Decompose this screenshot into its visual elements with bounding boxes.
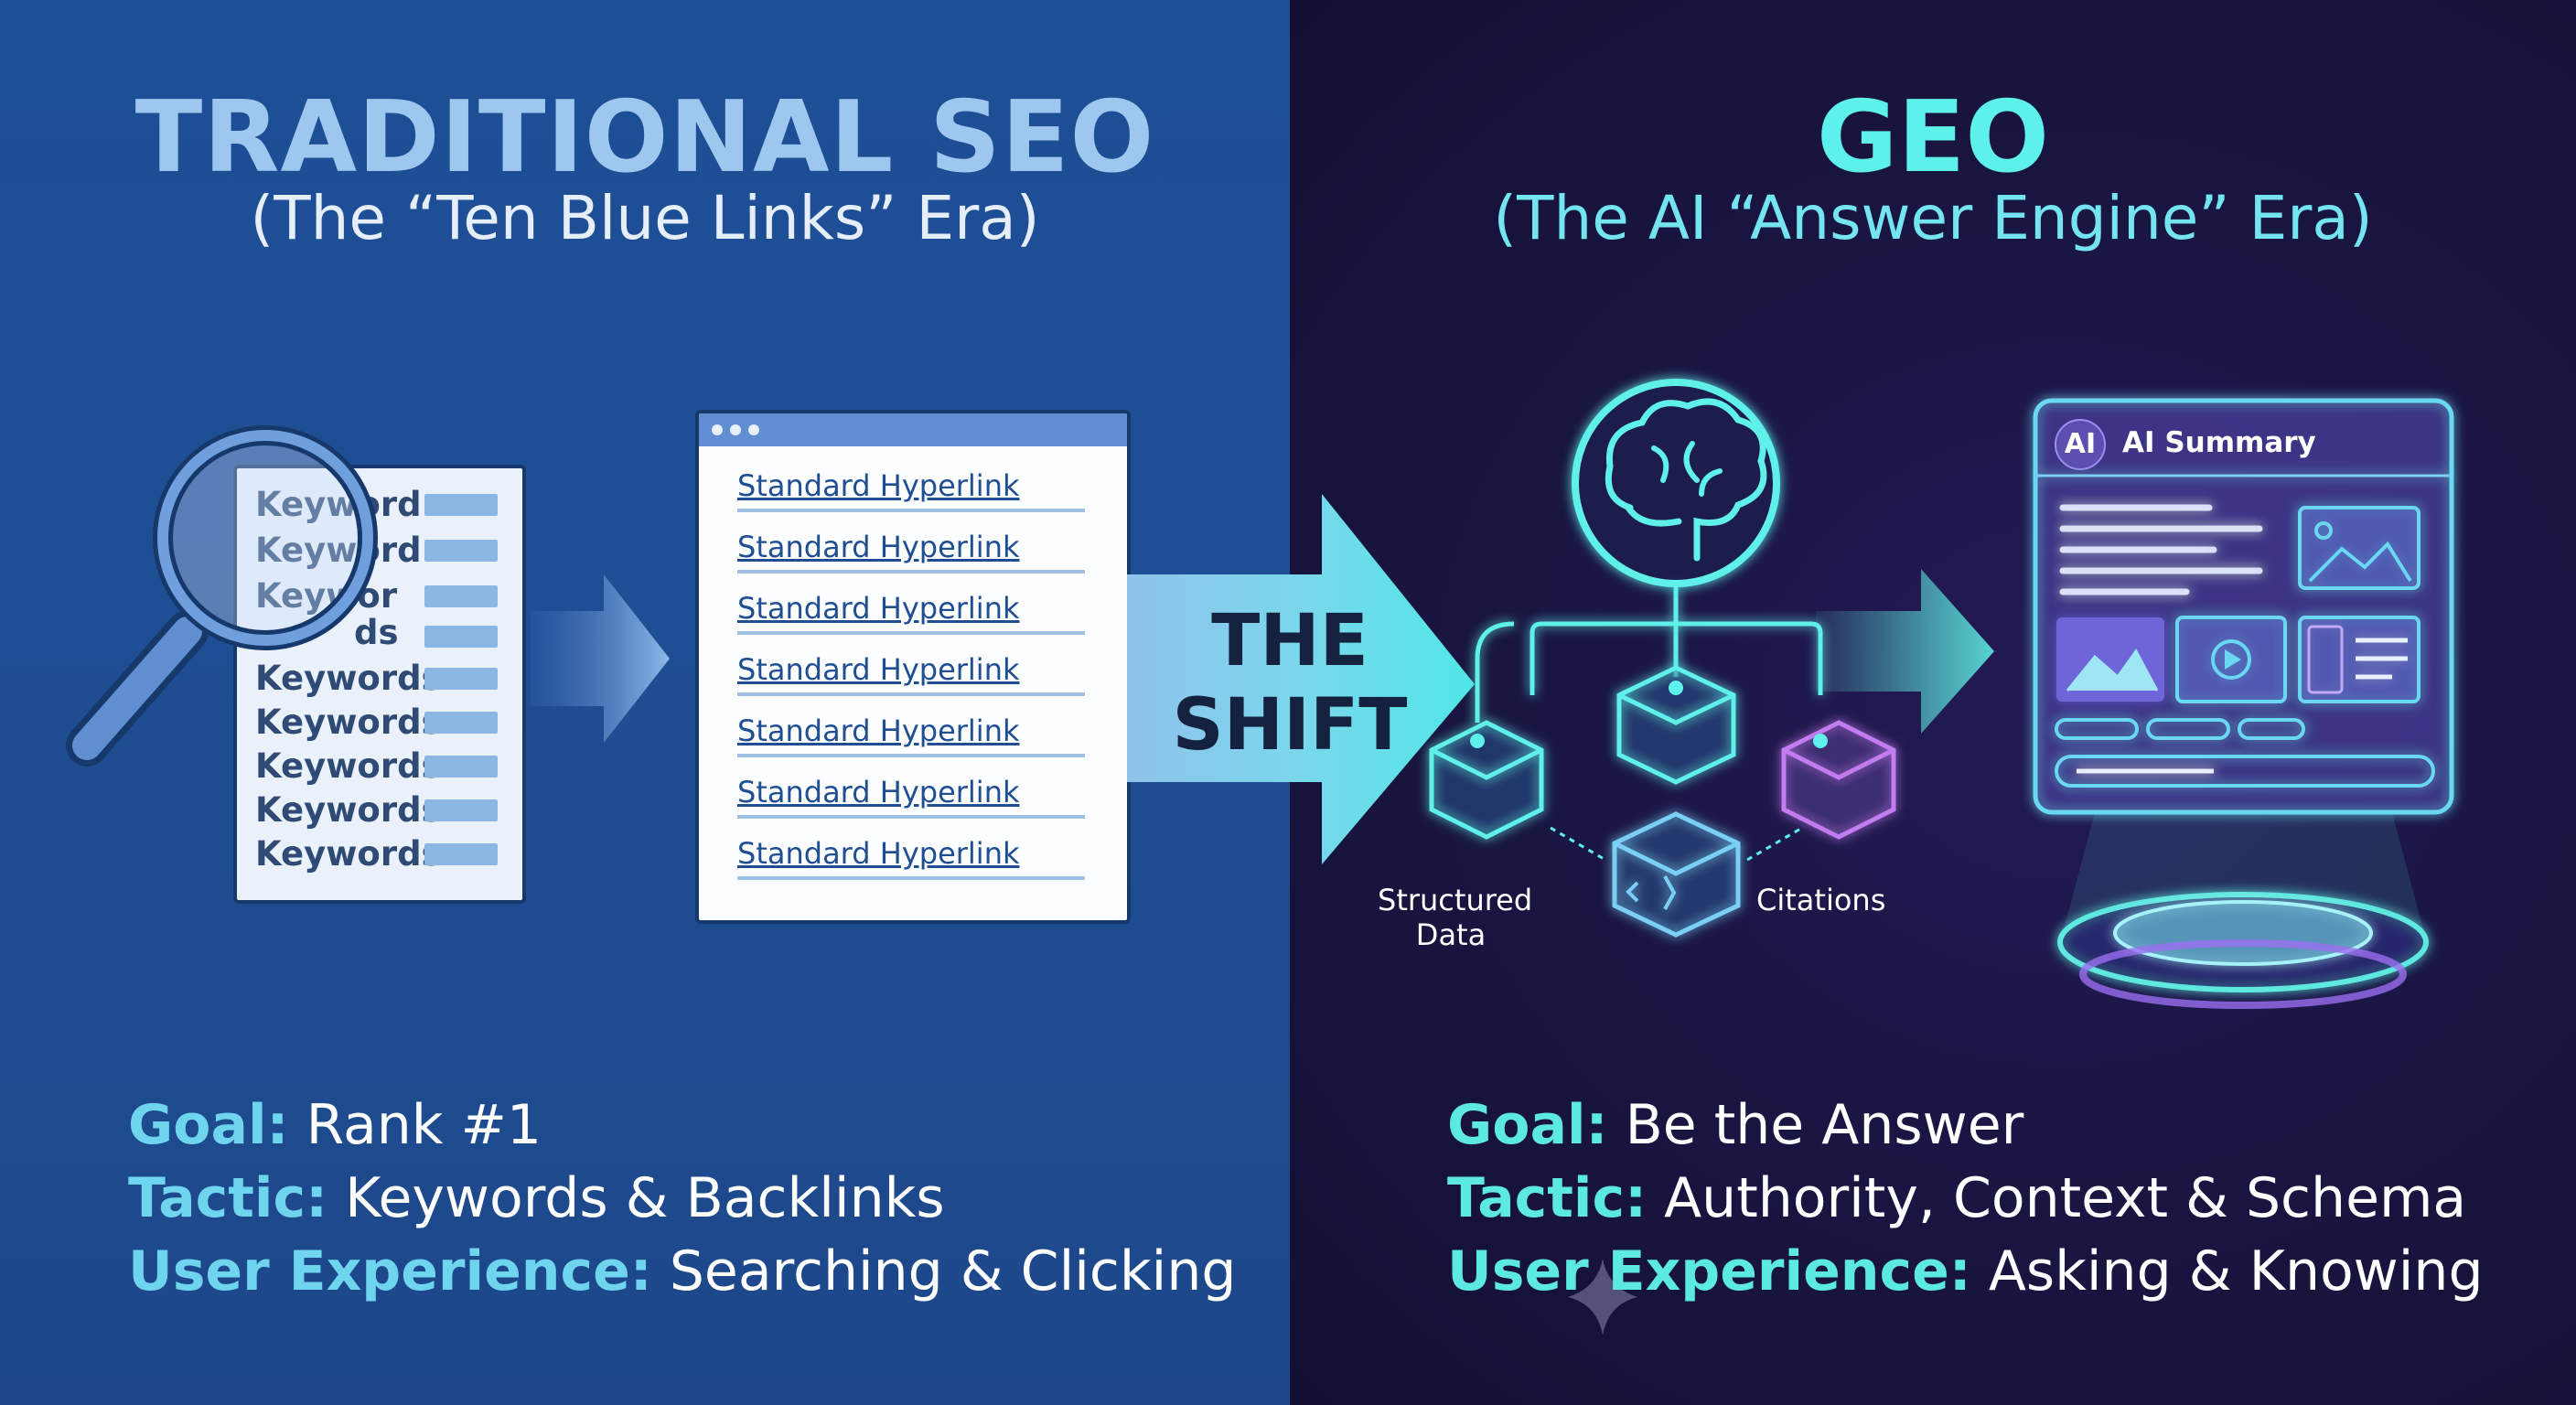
keyword-item: Keywords [255, 746, 442, 786]
tactic-line: Tactic: Keywords & Backlinks [128, 1166, 945, 1230]
code-cube-icon [1612, 811, 1741, 938]
brain-icon [1572, 379, 1780, 587]
hologram-projector-icon [2057, 812, 2429, 1009]
arrow-right-icon [1816, 569, 1994, 734]
data-cube-icon [1429, 720, 1544, 840]
ai-knowledge-graph [1429, 379, 2454, 1335]
user-experience-line: User Experience: Searching & Clicking [128, 1239, 1237, 1303]
keyword-bar [424, 712, 498, 734]
window-dot [748, 424, 759, 435]
geo-summary: Goal: Be the Answer Tactic: Authority, C… [1447, 1089, 2484, 1308]
keyword-bar [424, 756, 498, 778]
search-result-link[interactable]: Standard Hyperlink [737, 530, 1020, 564]
traditional-seo-summary: Goal: Rank #1 Tactic: Keywords & Backlin… [128, 1089, 1236, 1308]
keyword-bar [424, 799, 498, 821]
ai-summary-title: AI Summary [2122, 426, 2316, 459]
search-result-link[interactable]: Standard Hyperlink [737, 836, 1020, 871]
goal-line: Goal: Rank #1 [128, 1093, 542, 1157]
result-snippet-line [737, 692, 1085, 696]
keyword-bar [424, 626, 498, 648]
geo-panel: GEO (The AI “Answer Engine” Era) [1290, 0, 2576, 1405]
keyword-document: Keyword Keyword Keywor ds Keywords Keywo… [233, 465, 526, 904]
the-shift-label: THE SHIFT [1172, 600, 1408, 767]
keyword-item: Keywords [255, 790, 442, 830]
browser-title-bar [699, 413, 1127, 446]
sparkle-icon [1568, 1259, 1637, 1335]
traditional-seo-title: TRADITIONAL SEO [134, 80, 1155, 195]
result-snippet-line [737, 570, 1085, 574]
ai-badge: AI [2055, 419, 2106, 470]
goal-line: Goal: Be the Answer [1447, 1093, 2024, 1157]
user-experience-line: User Experience: Asking & Knowing [1447, 1239, 2484, 1303]
magnifying-glass-icon [66, 425, 378, 767]
result-snippet-line [737, 754, 1085, 757]
result-snippet-line [737, 631, 1085, 635]
keyword-item: Keywords [255, 702, 442, 742]
citations-label: Citations [1756, 883, 1886, 917]
search-result-link[interactable]: Standard Hyperlink [737, 468, 1020, 503]
tactic-line: Tactic: Authority, Context & Schema [1447, 1166, 2467, 1230]
search-results-window: Standard Hyperlink Standard Hyperlink St… [695, 410, 1131, 924]
search-result-link[interactable]: Standard Hyperlink [737, 713, 1020, 748]
keyword-bar [424, 843, 498, 865]
result-snippet-line [737, 509, 1085, 512]
result-snippet-line [737, 815, 1085, 819]
geo-title: GEO [1816, 80, 2050, 195]
arrow-right-icon [531, 574, 670, 743]
citation-cube-icon [1781, 720, 1896, 840]
ai-summary-screen [2033, 398, 2454, 815]
keyword-item: Keyword [255, 531, 422, 570]
traditional-seo-panel: TRADITIONAL SEO (The “Ten Blue Links” Er… [0, 0, 1290, 1405]
geo-subtitle: (The AI “Answer Engine” Era) [1493, 183, 2373, 253]
keyword-bar [424, 494, 498, 516]
traditional-seo-subtitle: (The “Ten Blue Links” Era) [250, 183, 1040, 253]
keyword-item: ds [354, 613, 399, 652]
structured-data-label: Structured Data [1378, 883, 1533, 952]
search-result-link[interactable]: Standard Hyperlink [737, 652, 1020, 687]
keyword-bar [424, 668, 498, 690]
keyword-item: Keyword [255, 485, 422, 524]
result-snippet-line [737, 876, 1085, 880]
window-dot [712, 424, 723, 435]
keyword-item: Keywords [255, 834, 442, 874]
search-result-link[interactable]: Standard Hyperlink [737, 591, 1020, 626]
keyword-bar [424, 540, 498, 562]
keyword-item: Keywords [255, 659, 442, 698]
keyword-bar [424, 585, 498, 607]
document-cube-icon [1616, 665, 1736, 785]
window-dot [730, 424, 741, 435]
search-result-link[interactable]: Standard Hyperlink [737, 775, 1020, 810]
